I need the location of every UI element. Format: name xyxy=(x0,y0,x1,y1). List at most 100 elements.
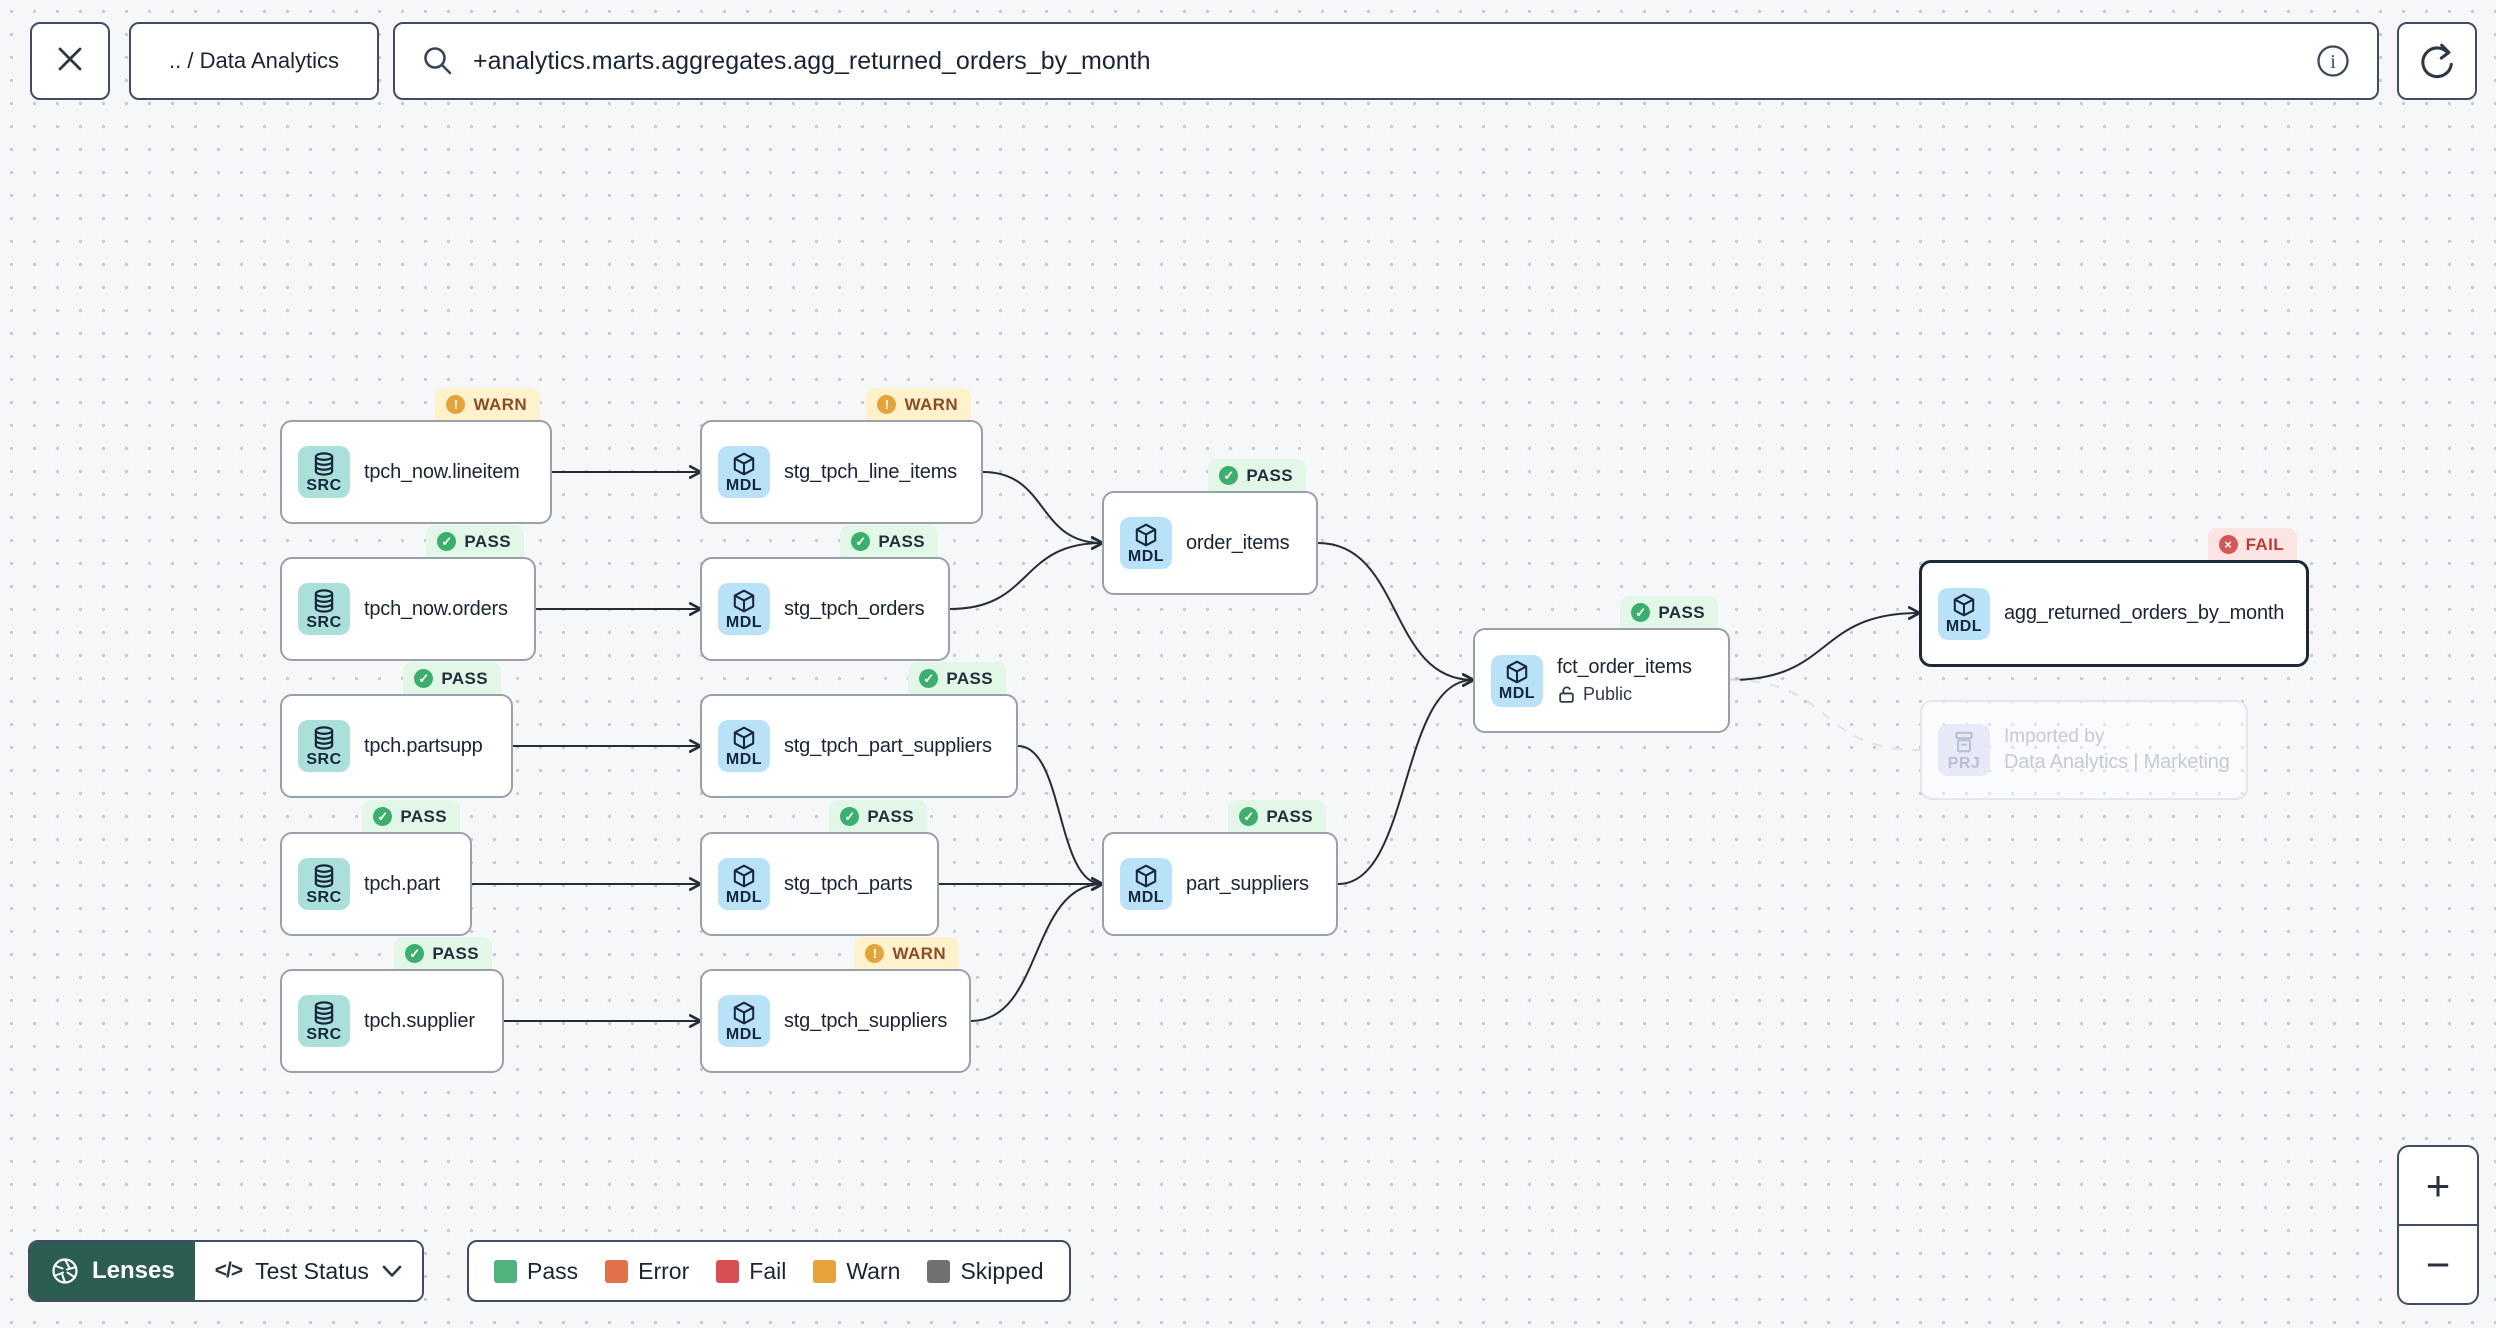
edge-stg_tpch_line_items-to-order_items xyxy=(982,471,1102,543)
database-icon: SRC xyxy=(298,995,350,1047)
node-label: stg_tpch_parts xyxy=(784,872,913,895)
close-button[interactable] xyxy=(30,22,110,100)
search-input[interactable] xyxy=(471,45,2299,77)
pass-status-icon: ✓ xyxy=(405,944,425,963)
node-text: tpch_now.orders xyxy=(364,598,508,621)
zoom-out-button[interactable]: − xyxy=(2399,1224,2477,1303)
badge-label: PASS xyxy=(400,807,447,826)
chevron-down-icon xyxy=(382,1265,402,1278)
badge-label: PASS xyxy=(1658,603,1705,622)
breadcrumb-label: .. / Data Analytics xyxy=(169,48,339,73)
database-icon: SRC xyxy=(298,446,350,498)
legend-label: Pass xyxy=(527,1257,579,1284)
badge-label: FAIL xyxy=(2245,535,2284,554)
cube-icon: MDL xyxy=(1491,654,1543,707)
node-text: tpch.partsupp xyxy=(364,735,483,758)
node-label: stg_tpch_part_suppliers xyxy=(784,734,992,757)
badge-label: PASS xyxy=(867,807,914,826)
refresh-button[interactable] xyxy=(2397,22,2477,100)
legend-swatch xyxy=(605,1259,629,1283)
fail-status-icon: × xyxy=(2218,535,2238,554)
cube-icon: MDL xyxy=(1120,517,1172,569)
node-label: stg_tpch_suppliers xyxy=(784,1009,948,1032)
graph-node-stg_tpch_part_suppliers[interactable]: MDL stg_tpch_part_suppliers xyxy=(700,694,1018,798)
pass-status-icon: ✓ xyxy=(373,807,393,826)
badge-label: PASS xyxy=(441,669,488,688)
search-bar[interactable]: i xyxy=(393,22,2379,100)
warn-status-icon: ! xyxy=(865,944,885,963)
code-icon: </> xyxy=(214,1259,243,1282)
badge-label: WARN xyxy=(892,944,946,963)
info-icon[interactable]: i xyxy=(2315,43,2351,79)
unlock-icon xyxy=(1557,685,1576,704)
legend-swatch xyxy=(813,1259,837,1283)
cube-icon: MDL xyxy=(718,858,770,910)
graph-node-agg_returned_orders_by_month[interactable]: MDL agg_returned_orders_by_month xyxy=(1919,560,2309,667)
lenses-label: Lenses xyxy=(92,1257,175,1284)
node-text: tpch.supplier xyxy=(364,1010,475,1033)
node-kind-label: SRC xyxy=(306,476,342,494)
graph-node-tpch_part[interactable]: SRC tpch.part xyxy=(280,832,472,936)
node-label: agg_returned_orders_by_month xyxy=(2004,602,2285,624)
graph-node-stg_tpch_line_items[interactable]: MDL stg_tpch_line_items xyxy=(700,420,983,524)
pass-status-icon: ✓ xyxy=(414,669,434,688)
selected-lens-label: Test Status xyxy=(255,1257,369,1284)
node-kind-label: MDL xyxy=(725,613,763,631)
node-label: part_suppliers xyxy=(1186,872,1309,895)
node-kind-label: SRC xyxy=(306,1025,342,1043)
node-text: stg_tpch_parts xyxy=(784,872,913,896)
cube-icon: MDL xyxy=(1120,858,1172,910)
legend-swatch xyxy=(716,1259,740,1283)
graph-node-tpch_now_orders[interactable]: SRC tpch_now.orders xyxy=(280,557,536,661)
pass-status-icon: ✓ xyxy=(1219,466,1239,485)
cube-icon: MDL xyxy=(718,583,770,635)
node-kind-label: MDL xyxy=(1945,618,1983,635)
badge-label: WARN xyxy=(473,395,527,414)
node-label: tpch.part xyxy=(364,872,441,895)
badge-label: PASS xyxy=(878,532,925,551)
node-text: stg_tpch_line_items xyxy=(784,461,957,484)
lens-selector[interactable]: </> Test Status xyxy=(194,1242,422,1300)
lenses-button[interactable]: Lenses xyxy=(30,1242,195,1300)
node-kind-label: MDL xyxy=(725,476,763,494)
pass-status-icon: ✓ xyxy=(437,532,457,551)
edge-stg_tpch_part_suppliers-to-part_suppliers xyxy=(1017,745,1102,884)
svg-text:i: i xyxy=(2330,51,2336,73)
cube-icon: MDL xyxy=(718,720,770,772)
graph-node-tpch_supplier[interactable]: SRC tpch.supplier xyxy=(280,969,504,1073)
graph-node-stg_tpch_parts[interactable]: MDL stg_tpch_parts xyxy=(700,832,939,936)
badge-label: PASS xyxy=(946,669,993,688)
breadcrumb[interactable]: .. / Data Analytics xyxy=(129,22,379,100)
zoom-in-button[interactable]: + xyxy=(2425,1161,2451,1209)
badge-label: PASS xyxy=(1266,807,1313,826)
edge-fct_order_items-to-imported_by_project xyxy=(1729,679,1921,751)
database-icon: SRC xyxy=(298,583,350,635)
legend-item-fail: Fail xyxy=(716,1258,786,1285)
warn-status-icon: ! xyxy=(446,395,466,414)
legend-item-error: Error xyxy=(605,1258,689,1285)
node-kind-label: PRJ xyxy=(1947,754,1981,772)
edge-part_suppliers-to-fct_order_items xyxy=(1337,680,1473,885)
node-text: agg_returned_orders_by_month xyxy=(2004,602,2284,625)
node-text: part_suppliers xyxy=(1186,873,1309,896)
legend-label: Skipped xyxy=(960,1257,1044,1284)
legend-item-warn: Warn xyxy=(813,1258,900,1285)
legend-swatch xyxy=(927,1259,951,1283)
refresh-icon xyxy=(2416,40,2458,82)
pass-status-icon: ✓ xyxy=(919,669,939,688)
graph-node-part_suppliers[interactable]: MDL part_suppliers xyxy=(1102,832,1338,936)
node-label: Data Analytics | Marketing xyxy=(2004,751,2230,773)
pass-status-icon: ✓ xyxy=(851,532,871,551)
search-icon xyxy=(421,44,455,78)
database-icon: SRC xyxy=(298,858,350,910)
node-kind-label: MDL xyxy=(1498,685,1536,702)
